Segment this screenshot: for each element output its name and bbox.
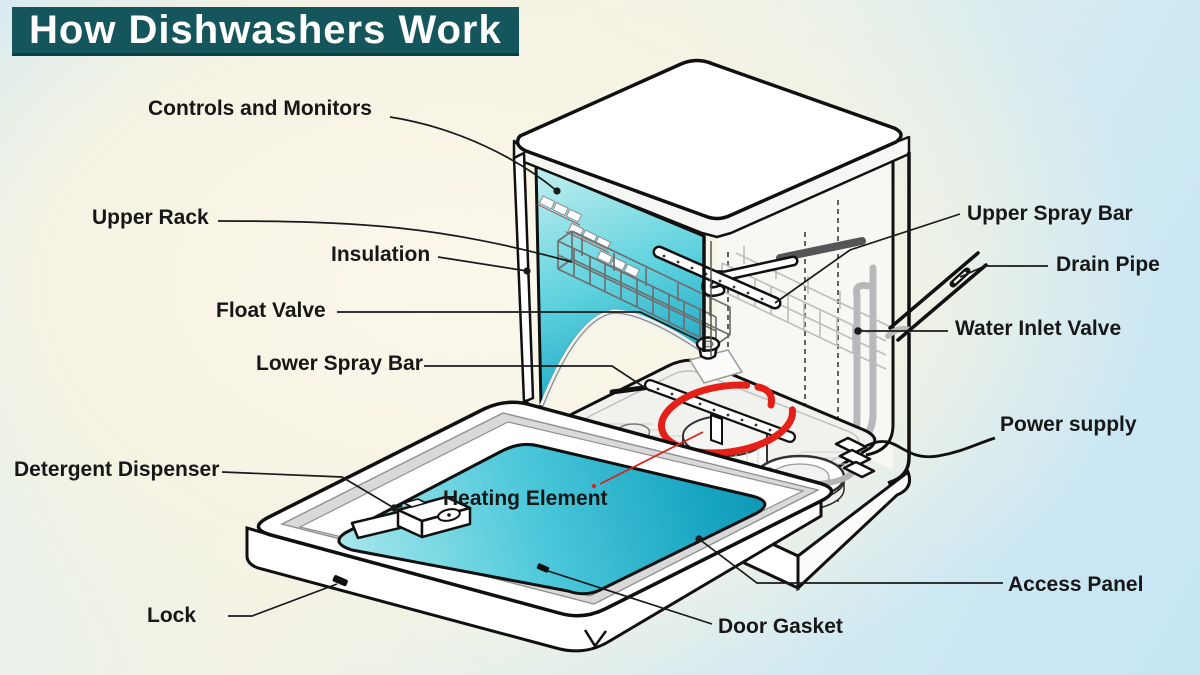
door-gasket-marker (536, 563, 550, 573)
power-cord (865, 436, 996, 459)
leader-lines (217, 116, 1048, 625)
label-door-gasket: Door Gasket (718, 615, 843, 638)
leader-drain-pipe (959, 265, 1048, 278)
lower-spray-bar-part (609, 379, 796, 446)
drain-pipe-part (885, 251, 988, 342)
label-lower-spray-bar: Lower Spray Bar (256, 352, 423, 375)
leader-access-panel (698, 538, 1003, 584)
leader-door-gasket (547, 570, 713, 625)
leader-upper-spray-bar (774, 213, 961, 304)
label-upper-spray-bar: Upper Spray Bar (967, 202, 1133, 225)
label-controls-and-monitors: Controls and Monitors (148, 97, 372, 120)
rotation-arrow (657, 381, 797, 457)
upper-spray-bar-part (652, 245, 799, 310)
leader-upper-rack (217, 220, 573, 263)
label-insulation: Insulation (331, 243, 431, 266)
interior-left-wall (534, 163, 731, 408)
label-access-panel: Access Panel (1008, 573, 1144, 596)
leader-controls-and-monitors (389, 116, 558, 192)
lock-part (332, 575, 348, 587)
leader-detergent-dispenser (221, 471, 395, 509)
float-valve-part (688, 336, 744, 384)
door (245, 400, 834, 653)
label-detergent-dispenser: Detergent Dispenser (14, 458, 220, 481)
label-float-valve: Float Valve (216, 299, 326, 322)
title-bar: How Dishwashers Work (12, 7, 519, 56)
detergent-dispenser-part (350, 495, 472, 540)
cabinet-top (512, 58, 911, 239)
label-drain-pipe: Drain Pipe (1056, 253, 1160, 276)
leader-heating-element (599, 431, 704, 485)
leader-lower-spray-bar (424, 365, 651, 392)
label-water-inlet-valve: Water Inlet Valve (955, 317, 1122, 340)
rack-rail-rod (776, 237, 866, 262)
leader-insulation (437, 256, 528, 272)
page-title: How Dishwashers Work (29, 8, 502, 52)
label-upper-rack: Upper Rack (92, 206, 209, 229)
upper-rack-wireframe (557, 230, 731, 346)
label-power-supply: Power supply (1000, 413, 1137, 436)
label-heating-element: Heating Element (443, 487, 608, 510)
cabinet-front-divider (702, 236, 712, 356)
leader-float-valve (337, 311, 701, 342)
leader-lock (228, 583, 338, 617)
label-lock: Lock (147, 604, 197, 627)
